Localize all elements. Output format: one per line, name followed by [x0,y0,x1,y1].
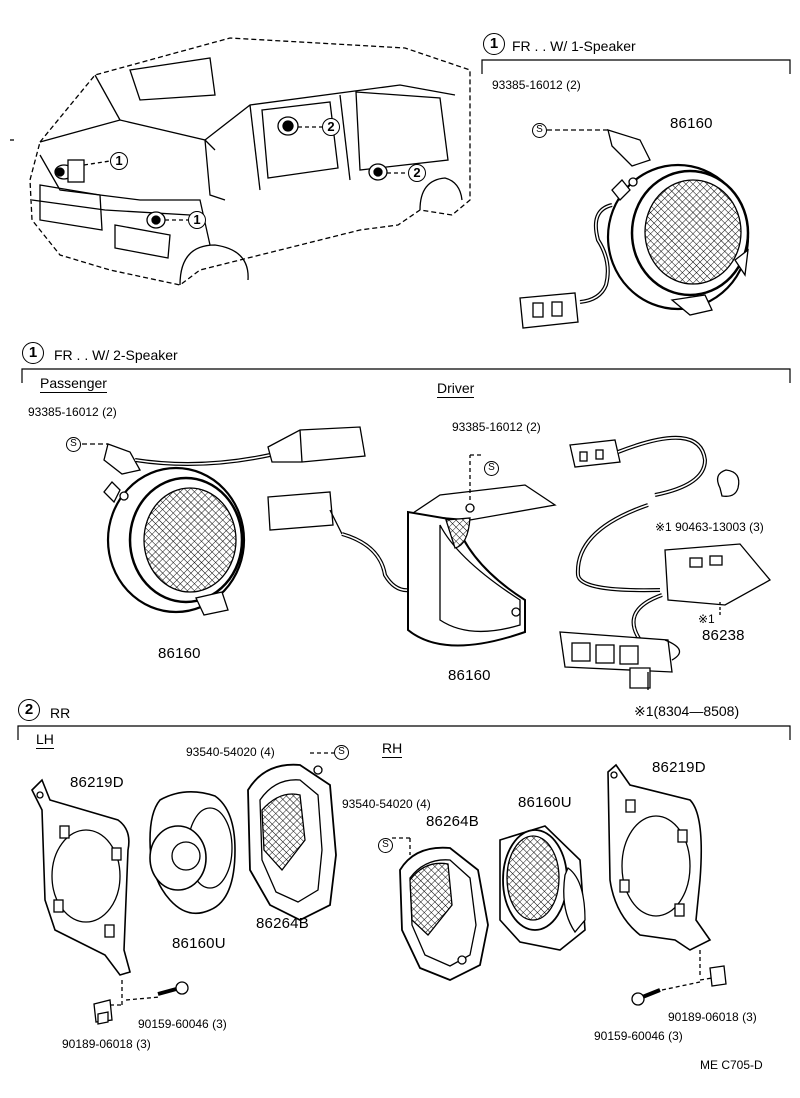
section-title-rr: RR [50,705,71,721]
fr2-driver-speaker [267,454,557,647]
screw-symbol-driver: S [484,461,499,476]
fr1-speaker-assembly [519,129,750,329]
van-callout-front-1: 1 [110,152,128,170]
part-number-harness: 86238 [702,627,745,644]
part-number-lh-cover: 86264B [256,915,309,932]
part-number-harness-clamp: ※1 90463-13003 (3) [655,520,764,534]
part-number-lh-speaker: 86160U [172,935,226,952]
part-number-fr1-screw: 93385-16012 (2) [492,78,581,92]
rr-rh-assembly [392,763,727,1006]
part-number-rh-bracket: 86219D [652,759,706,776]
screw-symbol-fr1: S [532,123,547,138]
section-title-2-speaker: FR . . W/ 2-Speaker [54,347,178,363]
part-number-rh-cover: 86264B [426,813,479,830]
part-number-lh-screw: 90159-60046 (3) [138,1017,227,1031]
screw-symbol-rh-cover: S [378,838,393,853]
part-number-rh-nut: 90189-06018 (3) [668,1010,757,1024]
fr2-harness-assembly [559,435,772,690]
fr2-passenger-speaker [82,426,366,616]
part-number-lh-bracket: 86219D [70,774,124,791]
van-speaker-markers [54,116,408,229]
harness-footnote-mark: ※1 [698,612,715,626]
section-frames [17,59,791,740]
label-lh: LH [36,731,54,749]
label-passenger: Passenger [40,375,107,393]
section-marker-2-speaker: 1 [22,342,44,364]
part-number-rh-screw: 90159-60046 (3) [594,1029,683,1043]
part-number-passenger-screw: 93385-16012 (2) [28,405,117,419]
part-number-driver-speaker: 86160 [448,667,491,684]
screw-symbol-passenger: S [66,437,81,452]
van-illustration [10,37,471,286]
range-footnote: ※1(8304—8508) [634,703,740,719]
label-rh: RH [382,740,403,758]
section-title-1-speaker: FR . . W/ 1-Speaker [512,38,636,54]
part-number-rh-speaker: 86160U [518,794,572,811]
rr-lh-assembly [31,752,337,1025]
label-driver: Driver [437,380,475,398]
part-number-lh-cover-screw: 93540-54020 (4) [186,745,275,759]
section-marker-1-speaker: 1 [483,33,505,55]
part-number-lh-nut: 90189-06018 (3) [62,1037,151,1051]
van-callout-rear-door-2: 2 [408,164,426,182]
van-callout-dash-1: 1 [188,211,206,229]
part-number-rh-cover-screw: 93540-54020 (4) [342,797,431,811]
van-callout-rear-upper-2: 2 [322,118,340,136]
screw-symbol-lh-cover: S [334,745,349,760]
part-number-passenger-speaker: 86160 [158,645,201,662]
section-marker-rr: 2 [18,699,40,721]
diagram-code: ME C705-D [700,1058,763,1072]
part-number-fr1-speaker: 86160 [670,115,713,132]
part-number-driver-screw: 93385-16012 (2) [452,420,541,434]
